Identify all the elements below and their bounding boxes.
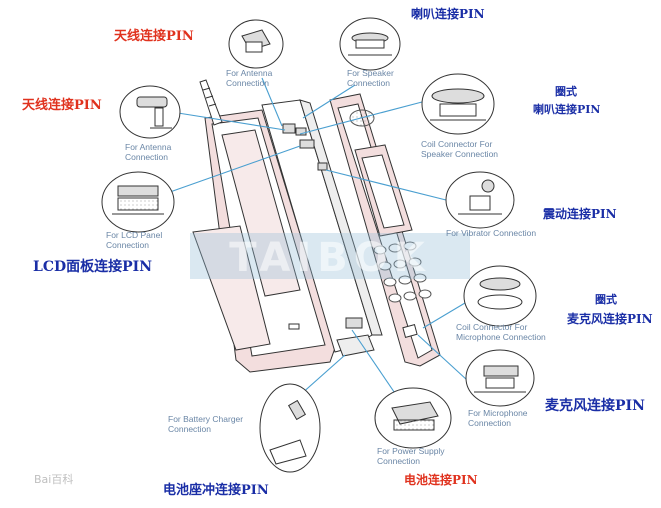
label-lcd-pin: LCD面板连接PIN <box>33 259 152 275</box>
detail-charger <box>259 383 321 473</box>
watermark-text: TAIBOK <box>229 235 431 281</box>
detail-antenna-top <box>228 19 284 69</box>
label-speaker-pin: 喇叭连接PIN <box>411 7 485 21</box>
label-coil-mic-1: 圈式 <box>595 293 617 306</box>
detail-vibrator <box>445 171 515 229</box>
label-coil-mic-2: 麦克风连接PIN <box>567 312 653 326</box>
back-housing <box>192 79 336 373</box>
detail-antenna-left <box>119 85 181 139</box>
label-battery-pin: 电池连接PIN <box>404 473 478 487</box>
label-mic-pin: 麦克风连接PIN <box>545 398 645 414</box>
label-charger-pin: 电池座冲连接PIN <box>163 483 269 498</box>
detail-lcd <box>101 171 175 233</box>
label-coil-speaker-2: 喇叭连接PIN <box>533 103 601 116</box>
detail-mic <box>465 349 535 407</box>
detail-coil-speaker <box>421 73 495 135</box>
label-vibrator-pin: 震动连接PIN <box>543 207 617 221</box>
label-coil-speaker-1: 圈式 <box>555 85 577 98</box>
front-housing <box>329 93 441 367</box>
label-antenna-pin-left: 天线连接PIN <box>22 98 102 113</box>
detail-coil-mic <box>463 265 537 327</box>
middle-frame <box>261 99 383 357</box>
watermark: TAIBOK <box>190 233 470 281</box>
source-watermark: Bai百科 <box>34 473 74 486</box>
detail-speaker <box>339 17 401 71</box>
detail-power <box>374 387 452 449</box>
caption-vibrator: For Vibrator Connection <box>446 228 537 238</box>
label-antenna-pin-top: 天线连接PIN <box>114 29 194 44</box>
